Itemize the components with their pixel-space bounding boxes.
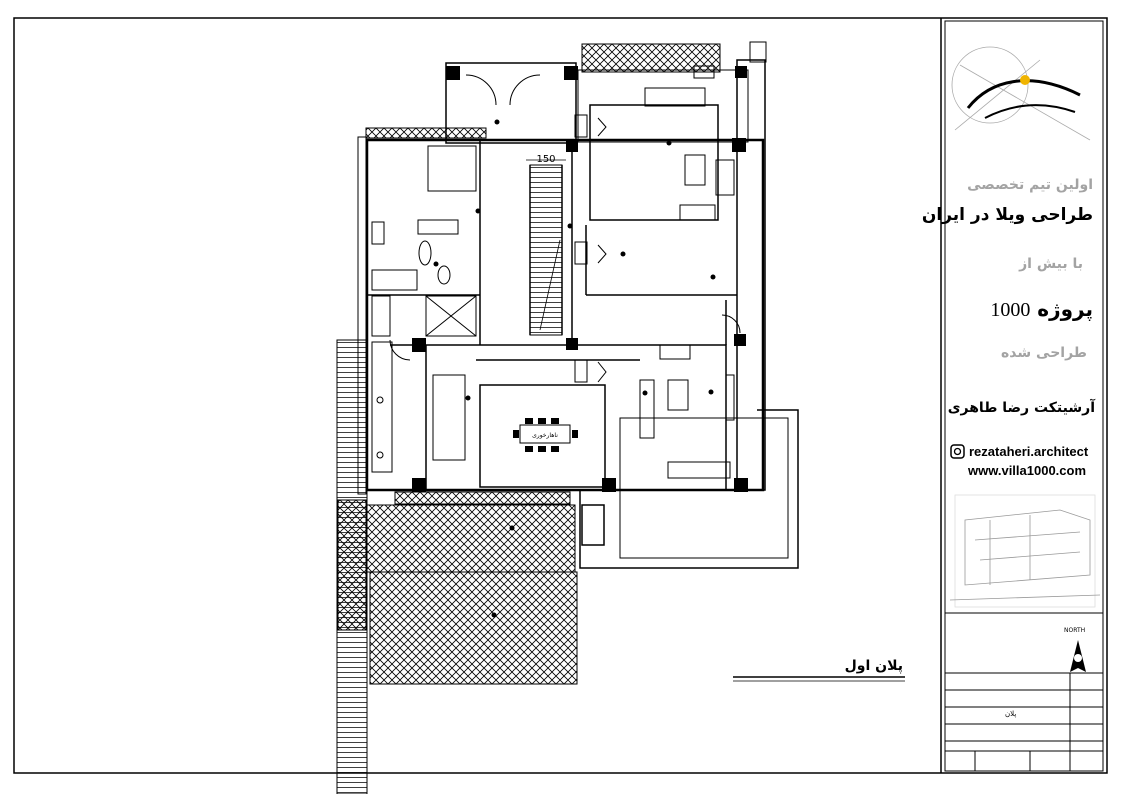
project-count-number: 1000 xyxy=(990,299,1031,321)
title-table xyxy=(944,612,1104,772)
stair: 150 xyxy=(526,154,566,336)
terrace-strip xyxy=(394,491,571,505)
headline: طراحی ویلا در ایران xyxy=(921,205,1093,225)
dining-label: ناهارخوری xyxy=(532,432,558,439)
drawing-type: پلان xyxy=(1005,710,1017,718)
north-label: NORTH xyxy=(1064,627,1086,634)
stair-dimension: 150 xyxy=(536,154,555,165)
balcony-paving xyxy=(581,43,721,73)
balcony-strip xyxy=(365,127,487,139)
plan-title: پلان اول xyxy=(845,658,903,674)
outer-walls xyxy=(357,41,799,569)
terrace-paving-upper xyxy=(366,504,576,573)
project-count: پروژه 1000 xyxy=(990,297,1093,322)
subline: با بیش از xyxy=(1019,256,1083,272)
level-markers xyxy=(433,119,716,618)
dining-chairs xyxy=(513,418,578,452)
villa-sketch-illustration xyxy=(949,494,1101,608)
garden-path xyxy=(336,339,368,795)
project-count-unit: پروژه xyxy=(1037,297,1093,321)
done-label: طراحی شده xyxy=(1001,345,1087,361)
sheet-border xyxy=(13,17,1108,774)
north-arrow-icon xyxy=(1070,640,1086,672)
structural-columns xyxy=(412,66,748,492)
architect-name: آرشیتکت رضا طاهری xyxy=(947,400,1095,416)
instagram-icon xyxy=(950,444,965,459)
furniture xyxy=(371,65,741,479)
terrace-paving-lower xyxy=(369,571,578,685)
website: www.villa1000.com xyxy=(968,463,1087,478)
tagline: اولین تیم تخصصی xyxy=(967,177,1093,193)
instagram-handle: rezataheri.architect xyxy=(969,444,1089,459)
logo-icon xyxy=(951,46,1091,141)
